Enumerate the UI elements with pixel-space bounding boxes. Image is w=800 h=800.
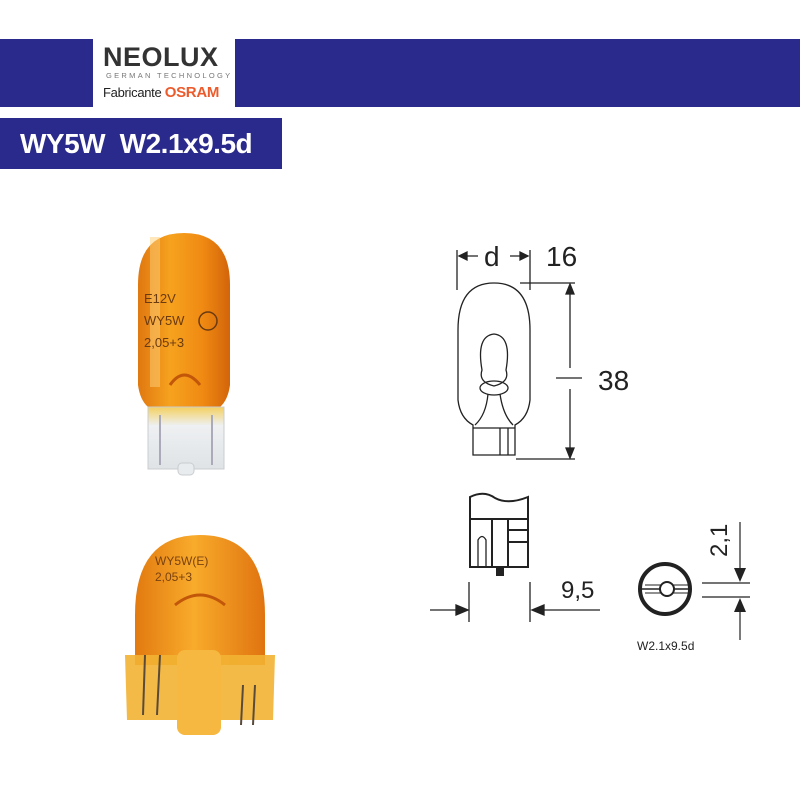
base-cross-section: 2,1 W2.1x9.5d <box>637 522 750 653</box>
diameter-label: d <box>484 241 500 272</box>
maker-prefix: Fabricante <box>103 85 162 100</box>
base-type-label: W2.1x9.5d <box>637 639 694 653</box>
svg-text:WY5W(E): WY5W(E) <box>155 554 208 568</box>
header-bar-right <box>235 39 800 107</box>
base-width-value: 9,5 <box>561 577 594 604</box>
dimension-drawing-main: d 16 38 <box>456 241 629 460</box>
bulb-photo-front: E12V WY5W 2,05+3 <box>138 233 230 476</box>
svg-text:2,05+3: 2,05+3 <box>144 335 184 350</box>
bulb-photo-angled: WY5W(E) 2,05+3 <box>125 535 275 735</box>
product-title: WY5W W2.1x9.5d <box>20 128 253 159</box>
svg-text:WY5W: WY5W <box>144 313 185 328</box>
svg-text:2,05+3: 2,05+3 <box>155 570 192 584</box>
maker-line: Fabricante OSRAM <box>103 84 219 101</box>
product-title-bar: WY5W W2.1x9.5d <box>0 118 282 169</box>
length-value: 38 <box>598 365 629 396</box>
header-bar-left <box>0 39 93 107</box>
pin-value: 2,1 <box>706 524 733 557</box>
diameter-value: 16 <box>546 241 577 272</box>
brand-tagline: GERMAN TECHNOLOGY <box>106 71 233 80</box>
brand-name: NEOLUX <box>103 42 219 72</box>
svg-text:E12V: E12V <box>144 291 176 306</box>
dimension-drawing-base: 9,5 <box>430 492 600 622</box>
brand-logo: NEOLUX GERMAN TECHNOLOGY Fabricante OSRA… <box>93 39 235 107</box>
maker-name: OSRAM <box>164 84 220 101</box>
